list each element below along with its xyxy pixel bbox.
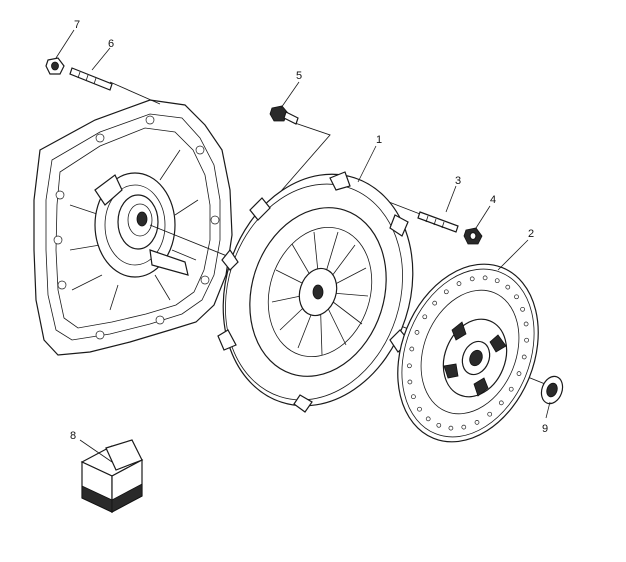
disc-rivet-hole <box>514 294 519 300</box>
bolt-5 <box>269 105 299 125</box>
callout-9: 9 <box>542 423 548 435</box>
bell-housing <box>33 99 233 356</box>
callout-5: 5 <box>296 70 302 82</box>
disc-rivet-hole <box>461 424 467 430</box>
disc-rivet-hole <box>417 406 422 412</box>
disc-rivet-hole <box>498 400 504 406</box>
disc-rivet-hole <box>516 371 522 376</box>
disc-rivet-hole <box>411 394 416 400</box>
callout-7: 7 <box>74 19 80 31</box>
disc-rivet-hole <box>456 281 462 286</box>
callout-3: 3 <box>455 175 461 187</box>
disc-rivet-hole <box>521 354 527 360</box>
disc-rivet-hole <box>436 422 442 428</box>
callout-1: 1 <box>376 134 382 146</box>
disc-rivet-hole <box>448 425 454 431</box>
callout-8: 8 <box>70 430 76 442</box>
nut-7 <box>45 57 65 75</box>
disc-rivet-hole <box>407 379 413 385</box>
callout-2: 2 <box>528 228 534 240</box>
disc-rivet-hole <box>409 346 415 352</box>
callout-6: 6 <box>108 38 114 50</box>
disc-rivet-hole <box>505 284 511 290</box>
stud-6 <box>69 67 113 91</box>
disc-rivet-hole <box>469 276 475 282</box>
disc-rivet-hole <box>487 411 493 417</box>
disc-rivet-hole <box>524 337 529 343</box>
disc-rivet-hole <box>474 420 480 425</box>
disc-rivet-hole <box>414 330 420 335</box>
stud-3 <box>417 211 459 233</box>
disc-rivet-hole <box>422 314 428 320</box>
leader-lines <box>55 29 551 463</box>
callout-4: 4 <box>490 194 496 206</box>
disc-rivet-hole <box>508 386 514 392</box>
disc-rivet-hole <box>432 300 438 306</box>
pressure-plate-assembly <box>217 171 414 413</box>
disc-rivet-hole <box>482 275 488 281</box>
pilot-bearing <box>540 375 564 405</box>
clutch-disc <box>397 263 539 443</box>
disc-rivet-hole <box>494 278 500 284</box>
parts-kit-box <box>80 439 144 513</box>
nut-4 <box>463 227 483 245</box>
alignment-axis-bolt-6 <box>109 81 161 105</box>
disc-rivet-hole <box>523 321 529 327</box>
disc-rivet-hole <box>443 289 449 295</box>
disc-rivet-hole <box>407 363 412 369</box>
disc-rivet-hole <box>520 306 525 312</box>
disc-rivet-hole <box>425 416 431 422</box>
